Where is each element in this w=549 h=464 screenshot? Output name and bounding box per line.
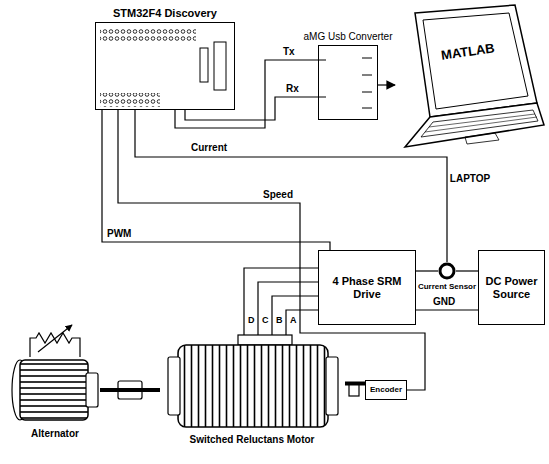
box-label: DC Power Source [483,275,540,300]
board-header-pins [100,27,226,107]
signal-name: A [289,316,298,325]
signal-name: D [247,316,256,325]
laptop-picture: MATLABLAPTOP [395,5,545,200]
signal-name: PWM [106,229,132,239]
wire [272,296,318,335]
encoder-box: Encoder [365,380,407,400]
box-label: Encoder [370,385,402,394]
board-title: STM32F4 Discovery [113,7,217,20]
alternator-picture: Alternator [10,355,100,425]
signal-name: Current [190,143,228,153]
sensor-label: Current Sensor [418,282,476,291]
motor-picture-outline [160,335,345,432]
converter-pins [318,58,372,108]
wire [135,110,447,262]
power-source-box: DC Power Source [478,250,545,325]
signal-name: B [275,316,284,325]
laptop-label: LAPTOP [395,173,545,185]
wire [416,270,438,271]
alternator-label: Alternator [31,428,79,440]
converter-title: aMG Usb Converter [304,31,393,43]
signal-name: Speed [262,190,294,200]
wire [185,97,318,120]
signal-name: GND [432,297,456,307]
wire [456,270,478,271]
variable-resistor-symbol [30,325,80,357]
microcontroller-board: STM32F4 Discovery [95,22,235,110]
wire [416,309,478,310]
wire [102,110,330,250]
box-label: 4 Phase SRM Drive [323,275,411,300]
usb-converter: aMG Usb Converter [318,45,378,120]
current-sensor: Current Sensor [438,262,456,280]
signal-name: C [261,316,270,325]
motor-label: Switched Reluctans Motor [187,434,317,445]
wire [258,282,318,335]
alternator-picture-outline [10,355,100,425]
wire [175,60,318,128]
wire [286,310,318,335]
current-sensor-outline [438,262,456,280]
shaft [100,388,160,392]
shaft [345,382,365,386]
signal-arrow [378,84,395,85]
laptop-picture-outline [395,5,545,200]
drive-box: 4 Phase SRM Drive [318,250,416,325]
signal-name: Tx [282,47,296,57]
motor-picture: Switched Reluctans Motor [160,335,345,432]
wire [244,268,318,335]
signal-name: Rx [285,84,300,94]
